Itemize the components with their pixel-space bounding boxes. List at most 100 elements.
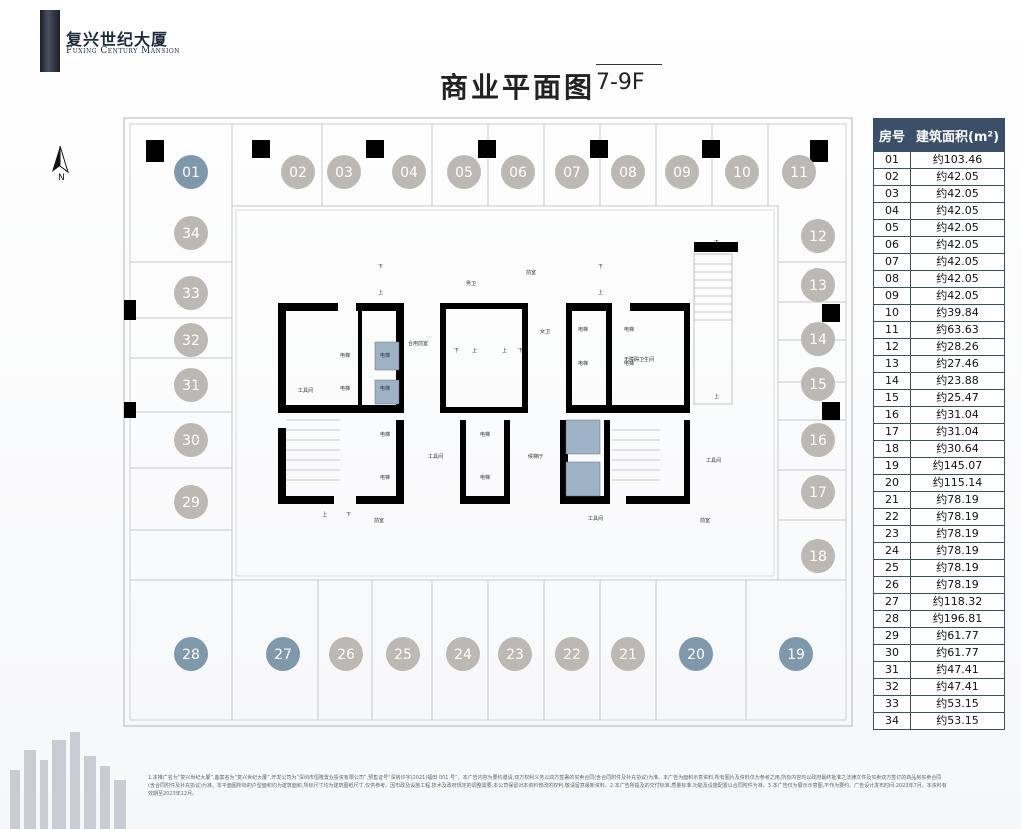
pillar bbox=[702, 140, 720, 158]
room-number: 24 bbox=[873, 542, 911, 560]
core-label: 电梯 bbox=[380, 474, 390, 481]
room-number: 05 bbox=[873, 219, 911, 237]
pillar bbox=[124, 402, 136, 418]
room-area: 约118.32 bbox=[910, 593, 1005, 611]
compass-arrow-right bbox=[59, 146, 69, 174]
room-area: 约42.05 bbox=[910, 219, 1005, 237]
unit-marker-25 bbox=[386, 637, 420, 671]
room-area: 约63.63 bbox=[910, 321, 1005, 339]
unit-label-09: 09 bbox=[673, 165, 691, 181]
room-number: 31 bbox=[873, 661, 911, 679]
room-number: 12 bbox=[873, 338, 911, 356]
unit-label-12: 12 bbox=[809, 229, 827, 245]
room-area: 约27.46 bbox=[910, 355, 1005, 373]
unit-label-08: 08 bbox=[619, 165, 637, 181]
unit-label-23: 23 bbox=[506, 647, 524, 663]
pillar bbox=[252, 140, 270, 158]
room-area: 约39.84 bbox=[910, 304, 1005, 322]
unit-marker-08 bbox=[611, 155, 645, 189]
unit-marker-31 bbox=[174, 368, 208, 402]
room-number: 33 bbox=[873, 695, 911, 713]
unit-dividers bbox=[130, 124, 846, 720]
room-number: 23 bbox=[873, 525, 911, 543]
unit-label-11: 11 bbox=[790, 165, 808, 181]
area-table-header-row: 房号 建筑面积(m²) bbox=[873, 118, 1005, 152]
unit-label-28: 28 bbox=[182, 647, 200, 663]
room-area: 约145.07 bbox=[910, 457, 1005, 475]
room-number: 11 bbox=[873, 321, 911, 339]
unit-marker-05 bbox=[447, 155, 481, 189]
room-number: 34 bbox=[873, 712, 911, 730]
core-label: 电梯 bbox=[380, 385, 390, 392]
room-number: 09 bbox=[873, 287, 911, 305]
unit-label-25: 25 bbox=[394, 647, 412, 663]
room-number: 27 bbox=[873, 593, 911, 611]
unit-marker-02 bbox=[281, 155, 315, 189]
core-label: 工具间 bbox=[706, 457, 721, 464]
room-area: 约78.19 bbox=[910, 576, 1005, 594]
unit-marker-13 bbox=[801, 268, 835, 302]
room-area: 约78.19 bbox=[910, 508, 1005, 526]
room-number: 19 bbox=[873, 457, 911, 475]
core-labels: 电梯 电梯 电梯 电梯 电梯 电梯 电梯 电梯 电梯 电梯 电梯 电梯 合用前室… bbox=[298, 240, 721, 524]
room-number: 03 bbox=[873, 185, 911, 203]
unit-marker-23 bbox=[498, 637, 532, 671]
room-area: 约42.05 bbox=[910, 270, 1005, 288]
room-area: 约61.77 bbox=[910, 627, 1005, 645]
core-label: 女卫 bbox=[540, 328, 550, 335]
room-area: 约47.41 bbox=[910, 661, 1005, 679]
unit-marker-29 bbox=[174, 485, 208, 519]
room-area: 约78.19 bbox=[910, 525, 1005, 543]
core-label: 工具间 bbox=[298, 387, 313, 394]
unit-marker-21 bbox=[611, 637, 645, 671]
unit-marker-30 bbox=[174, 423, 208, 457]
core-label: 电梯 bbox=[480, 431, 490, 438]
unit-label-21: 21 bbox=[619, 647, 637, 663]
core-label: 上 bbox=[378, 289, 383, 296]
room-area: 约196.81 bbox=[910, 610, 1005, 628]
core-label: 工具间 bbox=[428, 453, 443, 460]
room-area: 约31.04 bbox=[910, 423, 1005, 441]
unit-label-17: 17 bbox=[809, 485, 827, 501]
core-label: 电梯 bbox=[578, 326, 588, 333]
floors-overline bbox=[596, 64, 662, 65]
core-label: 电梯 bbox=[578, 360, 588, 367]
unit-label-29: 29 bbox=[182, 495, 200, 511]
room-number: 25 bbox=[873, 559, 911, 577]
unit-label-31: 31 bbox=[182, 378, 200, 394]
unit-marker-16 bbox=[801, 423, 835, 457]
unit-label-20: 20 bbox=[687, 647, 705, 663]
compass-arrow-left bbox=[52, 146, 60, 172]
room-number: 32 bbox=[873, 678, 911, 696]
room-area: 约47.41 bbox=[910, 678, 1005, 696]
pillar bbox=[590, 140, 608, 158]
unit-label-05: 05 bbox=[455, 165, 473, 181]
room-area: 约25.47 bbox=[910, 389, 1005, 407]
core-label: 电梯 bbox=[480, 474, 490, 481]
pillar bbox=[822, 402, 840, 420]
unit-marker-28 bbox=[174, 637, 208, 671]
unit-label-03: 03 bbox=[335, 165, 353, 181]
room-number: 28 bbox=[873, 610, 911, 628]
unit-marker-10 bbox=[725, 155, 759, 189]
core-label: 电梯 bbox=[340, 385, 350, 392]
unit-marker-27 bbox=[266, 637, 300, 671]
